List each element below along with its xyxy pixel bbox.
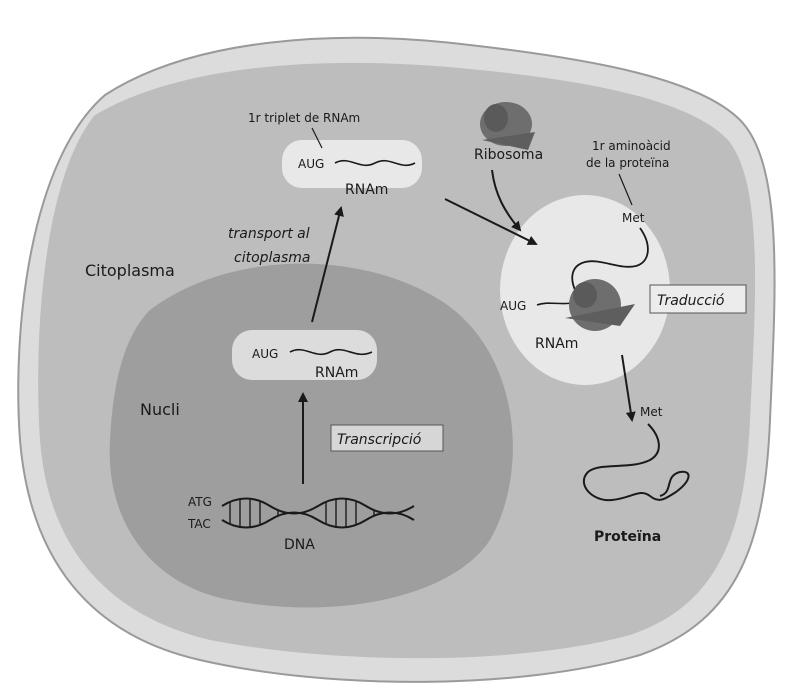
- label-transport-line1: transport al: [228, 226, 310, 242]
- label-translation: Traducció: [657, 293, 725, 309]
- label-protein: Proteïna: [594, 529, 661, 545]
- label-cytoplasm: Citoplasma: [85, 261, 175, 280]
- label-mrna-top: RNAm: [345, 182, 388, 198]
- label-aug-top: AUG: [298, 157, 324, 171]
- label-dna-strand-top: ATG: [188, 495, 212, 509]
- label-mrna-nucleus: RNAm: [315, 365, 358, 381]
- label-transcription: Transcripció: [337, 432, 422, 448]
- label-dna-strand-bottom: TAC: [187, 517, 211, 531]
- label-first-amino-line2: de la proteïna: [586, 156, 669, 170]
- label-first-triplet: 1r triplet de RNAm: [248, 111, 360, 125]
- label-mrna-translation: RNAm: [535, 336, 578, 352]
- label-aug-nucleus: AUG: [252, 347, 278, 361]
- label-aug-translation: AUG: [500, 299, 526, 313]
- label-ribosome: Ribosoma: [474, 147, 543, 163]
- label-met-protein: Met: [640, 405, 663, 419]
- label-nucleus: Nucli: [140, 400, 180, 419]
- label-dna: DNA: [284, 537, 315, 553]
- label-met-translation: Met: [622, 211, 645, 225]
- label-first-amino-line1: 1r aminoàcid: [592, 139, 671, 153]
- label-transport-line2: citoplasma: [234, 250, 311, 266]
- nucleus-region: [110, 264, 513, 608]
